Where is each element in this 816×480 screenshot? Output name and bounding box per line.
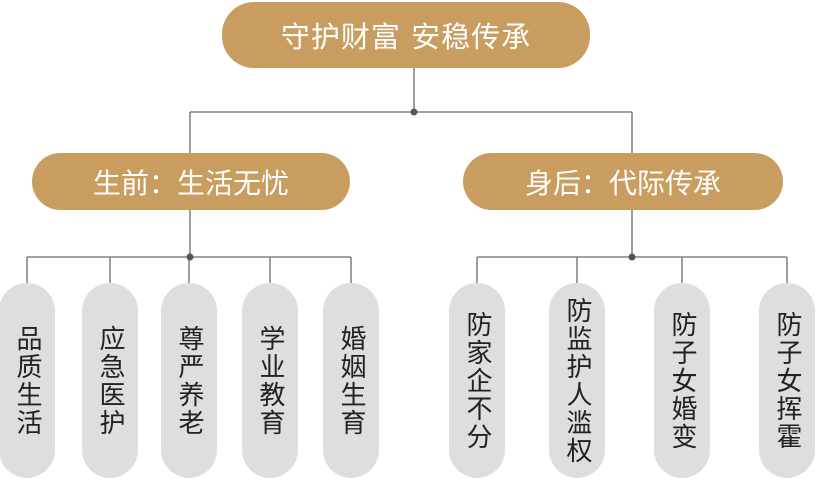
leaf-label: 品质生活 <box>12 324 42 437</box>
leaf-node: 尊严养老 <box>161 283 217 478</box>
leaf-label: 尊严养老 <box>174 324 204 437</box>
leaf-label: 防子女挥霍 <box>772 310 802 451</box>
leaf-node: 防家企不分 <box>449 283 505 478</box>
leaf-label: 防子女婚变 <box>667 310 697 451</box>
leaf-node: 婚姻生育 <box>323 283 379 478</box>
leaf-node: 防监护人滥权 <box>549 283 605 478</box>
leaf-label: 防监护人滥权 <box>562 296 592 465</box>
root-node: 守护财富 安稳传承 <box>222 2 590 68</box>
leaf-label: 学业教育 <box>255 324 285 437</box>
leaf-label: 防家企不分 <box>462 310 492 451</box>
leaf-node: 防子女挥霍 <box>759 283 815 478</box>
junction-dot <box>410 108 418 116</box>
leaf-node: 应急医护 <box>82 283 138 478</box>
leaf-node: 品质生活 <box>0 283 55 478</box>
leaf-node: 防子女婚变 <box>654 283 710 478</box>
junction-dot <box>628 253 636 261</box>
junction-dot <box>186 253 194 261</box>
branch-node-after-life: 身后：代际传承 <box>463 153 783 210</box>
leaf-node: 学业教育 <box>242 283 298 478</box>
branch-node-before-life: 生前：生活无忧 <box>32 153 350 210</box>
leaf-label: 应急医护 <box>95 324 125 437</box>
leaf-label: 婚姻生育 <box>336 324 366 437</box>
